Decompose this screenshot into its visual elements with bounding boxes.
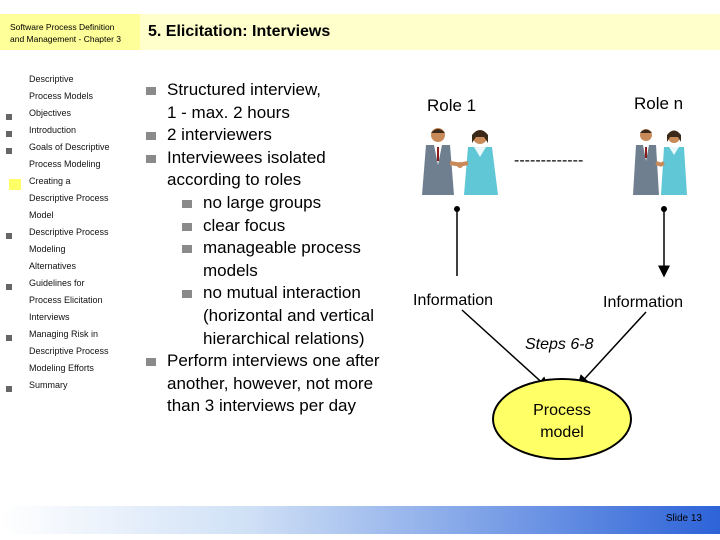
sidebar-item-line[interactable]: Descriptive Process	[29, 227, 109, 237]
information-label-right: Information	[603, 294, 684, 311]
nav-bullet	[6, 335, 12, 341]
sidebar-item-line[interactable]: Descriptive Process	[29, 193, 109, 203]
bullet-text: Interviewees isolated	[167, 147, 326, 167]
bullet-marker	[146, 358, 156, 367]
bullet-text: another, however, not more	[167, 373, 374, 393]
slide-number: Slide 13	[665, 513, 702, 524]
arrow-to-model-left	[461, 309, 550, 390]
nav-bullet	[6, 148, 12, 154]
sidebar-item-line[interactable]: Alternatives	[29, 261, 77, 271]
sidebar-item-line[interactable]: Modeling Efforts	[29, 363, 94, 373]
arrow-start-dot	[454, 206, 460, 212]
bullet-text: 1 - max. 2 hours	[167, 102, 290, 122]
bullet-text: 2 interviewers	[167, 125, 272, 145]
sidebar-item-line[interactable]: Introduction	[29, 125, 77, 135]
role-1-label: Role 1	[427, 96, 477, 115]
handshake-people-icon	[632, 125, 688, 199]
nav-bullet	[6, 284, 12, 290]
sidebar-item-line[interactable]: Modeling	[29, 244, 66, 254]
sidebar-item-line[interactable]: Guidelines for	[29, 278, 85, 288]
sub-bullet-marker	[182, 290, 192, 299]
nav-bullet	[6, 233, 12, 239]
sub-bullet-text: (horizontal and vertical	[203, 306, 375, 325]
bullet-text: than 3 interviews per day	[167, 396, 356, 416]
sidebar-item-line[interactable]: Model	[29, 210, 54, 220]
sub-bullet-text: hierarchical relations)	[203, 328, 365, 348]
arrow-start-dot	[661, 206, 667, 212]
process-model-label: Process model	[512, 400, 612, 444]
sidebar-item-line[interactable]: Creating a	[29, 176, 71, 186]
nav-bullet	[6, 131, 12, 137]
sub-bullet-marker	[182, 245, 192, 254]
bullet-marker	[146, 132, 156, 141]
sidebar-item-line[interactable]: Managing Risk in	[29, 329, 99, 339]
process-model-line-1: Process	[533, 402, 591, 419]
role-n-label: Role n	[634, 94, 684, 113]
sub-bullet-text: no large groups	[203, 193, 322, 212]
sub-bullet-marker	[182, 222, 192, 231]
bullet-marker	[146, 87, 156, 95]
sub-bullet-text: no mutual interaction	[203, 283, 361, 303]
dashed-separator: -------------	[514, 152, 584, 169]
footer-band	[0, 506, 720, 534]
course-line-1: Software Process Definition	[10, 22, 115, 32]
course-title: Software Process Definition and Manageme…	[10, 21, 121, 45]
information-label-left: Information	[413, 292, 494, 309]
sidebar-item-line[interactable]: Descriptive	[29, 74, 74, 84]
sidebar-item-line[interactable]: Objectives	[29, 108, 72, 118]
nav-bullet	[6, 114, 12, 120]
sub-bullet-text: manageable process	[203, 238, 361, 258]
sidebar-item-line[interactable]: Descriptive Process	[29, 346, 109, 356]
handshake-people-icon	[416, 125, 504, 199]
steps-label: Steps 6-8	[525, 336, 594, 353]
sub-bullet-marker	[182, 200, 192, 208]
sub-bullet-text: clear focus	[203, 215, 286, 235]
slide-title: 5. Elicitation: Interviews	[148, 23, 331, 40]
course-line-2: and Management - Chapter 3	[10, 34, 122, 44]
bullet-text: Perform interviews one after	[167, 351, 380, 371]
bullet-text: according to roles	[167, 170, 302, 190]
nav-bullet	[6, 386, 12, 392]
sidebar-item-line[interactable]: Goals of Descriptive	[29, 142, 110, 152]
arrow-to-model-right	[576, 311, 647, 388]
course-panel	[0, 14, 140, 50]
sidebar-item-line[interactable]: Process Models	[29, 91, 94, 101]
sidebar-item-line[interactable]: Interviews	[29, 312, 70, 322]
nav-active-marker	[9, 179, 21, 190]
sub-bullet-text: models	[203, 260, 258, 280]
sidebar-item-line[interactable]: Summary	[29, 380, 68, 390]
sidebar-item-line[interactable]: Process Elicitation	[29, 295, 103, 305]
bullet-text: Structured interview,	[167, 80, 322, 99]
process-model-line-2: model	[540, 424, 584, 441]
sidebar-item-line[interactable]: Process Modeling	[29, 159, 101, 169]
bullet-marker	[146, 154, 156, 163]
process-model-ellipse	[492, 378, 632, 460]
